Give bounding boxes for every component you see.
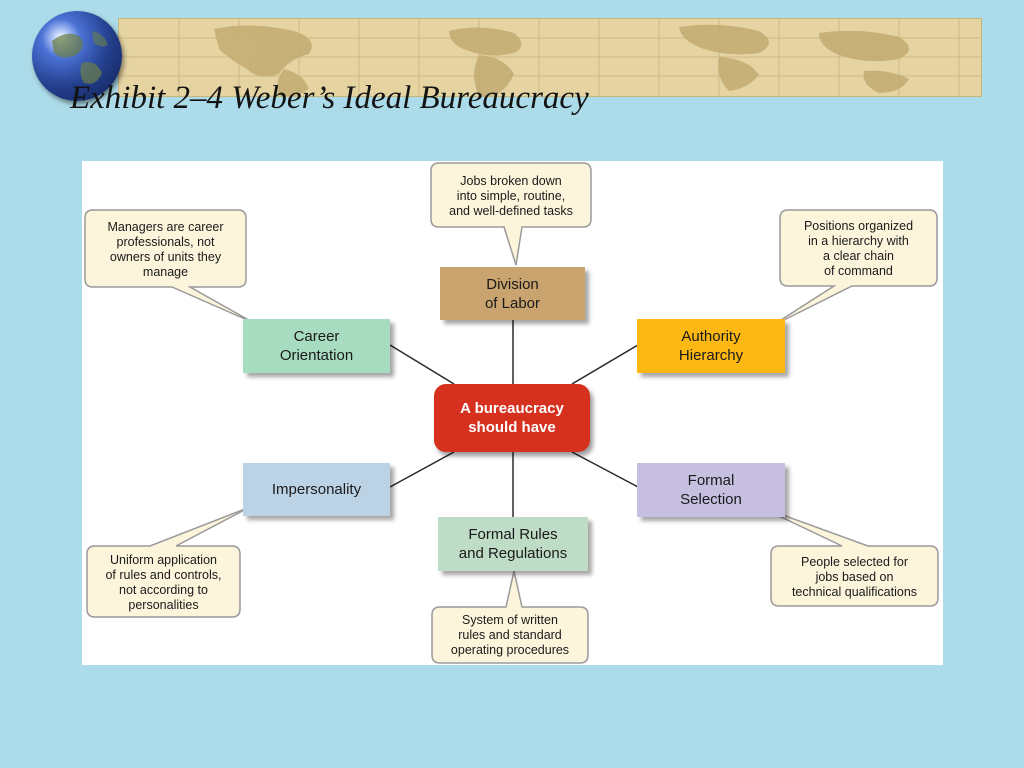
globe-continents (52, 31, 108, 84)
concept-division-label: Division of Labor (484, 275, 541, 312)
slide-title: Exhibit 2–4 Weber’s Ideal Bureaucracy (70, 80, 589, 116)
globe-logo (32, 11, 122, 101)
concept-impersonality-label: Impersonality (271, 481, 362, 498)
callout-impersonality-text: Uniform application of rules and control… (105, 552, 222, 612)
spoke-authority (571, 344, 639, 385)
concept-division-of-labor: Division of Labor (440, 267, 585, 320)
bureaucracy-diagram: Jobs broken down into simple, routine, a… (82, 161, 943, 665)
center-label: A bureaucracy should have (460, 400, 564, 436)
callout-selection-text: People selected for jobs based on techni… (791, 554, 918, 599)
concept-selection-label: Formal Selection (680, 472, 742, 508)
callout-career-bubble (84, 209, 255, 324)
callout-rules-bubble (431, 570, 589, 664)
spoke-selection (571, 451, 639, 488)
center-bureaucracy-box: A bureaucracy should have (434, 384, 590, 452)
concept-authority-label: Authority Hierarchy (678, 328, 744, 364)
callout-selection-bubble (757, 505, 939, 607)
spoke-impersonality (389, 451, 455, 488)
concept-formal-selection: Formal Selection (637, 463, 785, 517)
world-map-illustration (119, 19, 981, 96)
concept-rules-label: Formal Rules and Regulations (458, 526, 568, 562)
concept-career-label: Career Orientation (279, 328, 354, 364)
concept-impersonality: Impersonality (243, 463, 390, 516)
concept-formal-rules: Formal Rules and Regulations (438, 517, 588, 571)
callout-division-bubble (430, 162, 592, 266)
callout-impersonality-bubble (86, 506, 251, 618)
callout-authority-text: Positions organized in a hierarchy with … (803, 219, 914, 278)
concept-career-orientation: Career Orientation (243, 319, 390, 373)
diagram-connectors (84, 162, 939, 664)
callout-division-text: Jobs broken down into simple, routine, a… (449, 173, 573, 218)
world-map-banner (118, 18, 982, 97)
spoke-career (389, 344, 455, 385)
callout-rules-text: System of written rules and standard ope… (450, 613, 570, 657)
concept-authority-hierarchy: Authority Hierarchy (637, 319, 785, 373)
callout-career-text: Managers are career professionals, not o… (107, 219, 224, 279)
callout-authority-bubble (769, 209, 938, 328)
